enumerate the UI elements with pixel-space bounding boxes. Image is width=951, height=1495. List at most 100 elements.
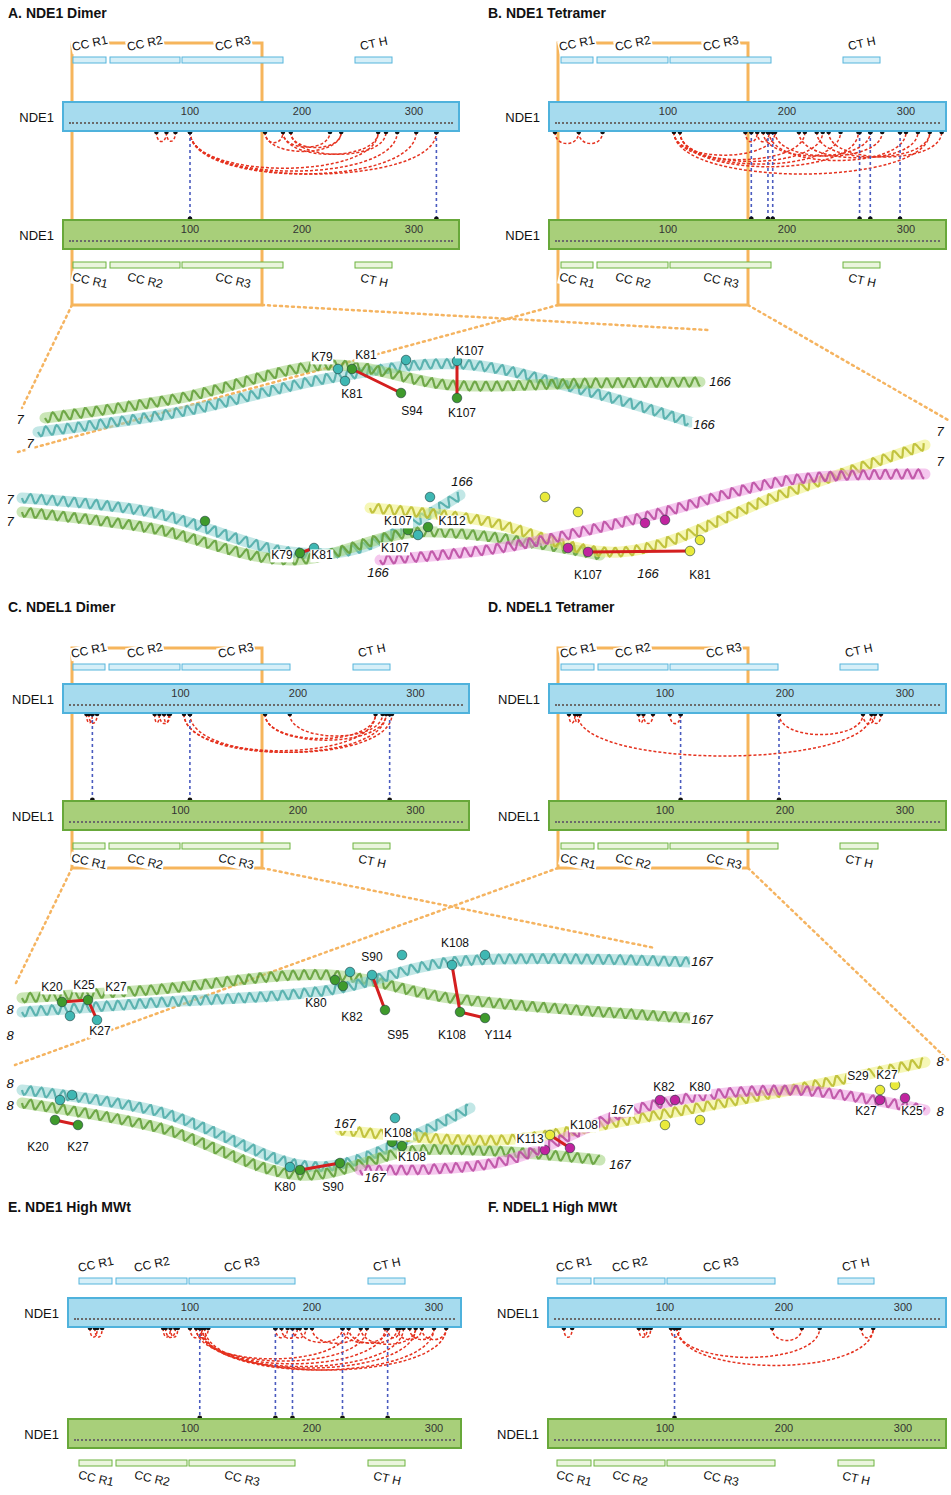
residue-sphere — [875, 1085, 885, 1095]
residue-sphere — [447, 960, 457, 970]
domain-bar — [182, 843, 290, 849]
residue-range-end: 8 — [935, 1055, 944, 1069]
helix-coil — [380, 469, 924, 564]
crosslink-arc — [190, 714, 392, 752]
residue-range-end: 7 — [935, 425, 944, 439]
residue-label: K20 — [40, 981, 63, 994]
domain-bar — [73, 57, 106, 63]
residue-label: K80 — [688, 1081, 711, 1094]
crosslink-connector — [857, 130, 862, 222]
residue-label: K81 — [340, 388, 363, 401]
panel-title: C. NDEL1 Dimer — [8, 600, 115, 615]
residue-sphere — [685, 546, 695, 556]
crosslink-arc — [265, 132, 341, 151]
residue-label: Y114 — [483, 1029, 512, 1042]
residue-label: K81 — [688, 569, 711, 582]
crosslink-connector — [777, 712, 782, 803]
crosslink-connector — [434, 130, 439, 222]
residue-sphere — [660, 1120, 670, 1130]
domain-label: CT H — [843, 852, 875, 871]
domain-label: CC R2 — [125, 641, 165, 662]
domain-bar — [561, 262, 593, 268]
crosslink-connector — [273, 1326, 278, 1421]
helix-coil — [370, 443, 924, 557]
residue-label: S94 — [400, 405, 423, 418]
crosslink-line — [674, 1328, 676, 1418]
sequence-bar: NDE1100200300 — [62, 219, 460, 250]
domain-bar — [840, 843, 878, 849]
residue-range-end: 7 — [5, 515, 14, 529]
residue-number: 200 — [289, 687, 307, 700]
crosslink-arc — [196, 1328, 349, 1359]
domain-bar — [843, 262, 880, 268]
residue-range-end: 166 — [708, 375, 732, 389]
domain-label: CC R1 — [76, 1469, 116, 1490]
residue-sphere — [50, 1115, 60, 1125]
residue-number: 200 — [776, 804, 794, 817]
crosslink-connector — [770, 130, 775, 222]
residue-label: K108 — [440, 937, 470, 950]
helix-body — [370, 445, 925, 552]
residue-sphere — [347, 364, 357, 374]
panel-title: B. NDE1 Tetramer — [488, 6, 606, 21]
crosslink-arc — [265, 714, 375, 739]
domain-bar — [182, 262, 283, 268]
residue-label: K27 — [875, 1069, 898, 1082]
domain-bar — [73, 664, 105, 670]
domain-bar — [116, 1278, 187, 1284]
crosslink-line — [750, 132, 752, 219]
residue-scale — [555, 122, 940, 124]
residue-range-end: 167 — [690, 955, 714, 969]
residue-scale — [554, 1318, 940, 1320]
domain-label: CT H — [358, 271, 390, 290]
residue-sphere — [55, 1095, 65, 1105]
domain-bar — [670, 843, 778, 849]
residue-number: 100 — [171, 687, 189, 700]
crosslink-arc — [772, 1328, 802, 1340]
domain-bar — [557, 1460, 591, 1466]
crosslink-bond — [456, 361, 459, 398]
residue-range-end: 166 — [636, 567, 660, 581]
helix-coil — [360, 1086, 925, 1175]
domain-bar — [355, 57, 392, 63]
domain-label: CC R2 — [132, 1469, 172, 1490]
crosslink-connector — [188, 712, 193, 803]
crosslink-bond — [300, 1163, 340, 1170]
residue-sphere — [452, 393, 462, 403]
zoom-line — [748, 868, 948, 1060]
residue-label: K107 — [573, 569, 603, 582]
residue-sphere — [900, 1093, 910, 1103]
sequence-bar: NDEL1100200300 — [62, 800, 470, 831]
domain-label: CC R1 — [558, 641, 598, 662]
protein-name: NDE1 — [505, 227, 540, 242]
zoom-line — [262, 305, 708, 330]
domain-bar — [838, 1278, 874, 1284]
crosslink-arc — [674, 132, 775, 155]
residue-sphere — [367, 970, 377, 980]
crosslink-line — [387, 1328, 389, 1418]
protein-name: NDE1 — [19, 227, 54, 242]
residue-number: 300 — [894, 1301, 912, 1314]
crosslink-arc — [779, 714, 863, 735]
protein-name: NDE1 — [24, 1305, 59, 1320]
residue-range-end: 7 — [25, 437, 34, 451]
crosslink-connector — [340, 1326, 345, 1421]
residue-label: K108 — [383, 1127, 413, 1140]
domain-label: CT H — [356, 852, 388, 871]
residue-label: K27 — [88, 1025, 111, 1038]
domain-label: CC R1 — [558, 852, 598, 873]
crosslink-connector — [766, 130, 771, 222]
sequence-bar: NDEL1100200300 — [547, 1297, 947, 1328]
sequence-bar: NDEL1100200300 — [547, 1418, 947, 1449]
crosslink-connector — [385, 1326, 390, 1421]
crosslink-arc — [190, 132, 378, 168]
domain-bar — [561, 57, 593, 63]
residue-sphere — [423, 522, 433, 532]
sequence-bar: NDE1100200300 — [67, 1418, 462, 1449]
domain-bar — [838, 1460, 874, 1466]
residue-label: K27 — [854, 1105, 877, 1118]
residue-range-end: 166 — [692, 418, 716, 432]
residue-number: 100 — [659, 223, 677, 236]
domain-bar — [561, 664, 594, 670]
